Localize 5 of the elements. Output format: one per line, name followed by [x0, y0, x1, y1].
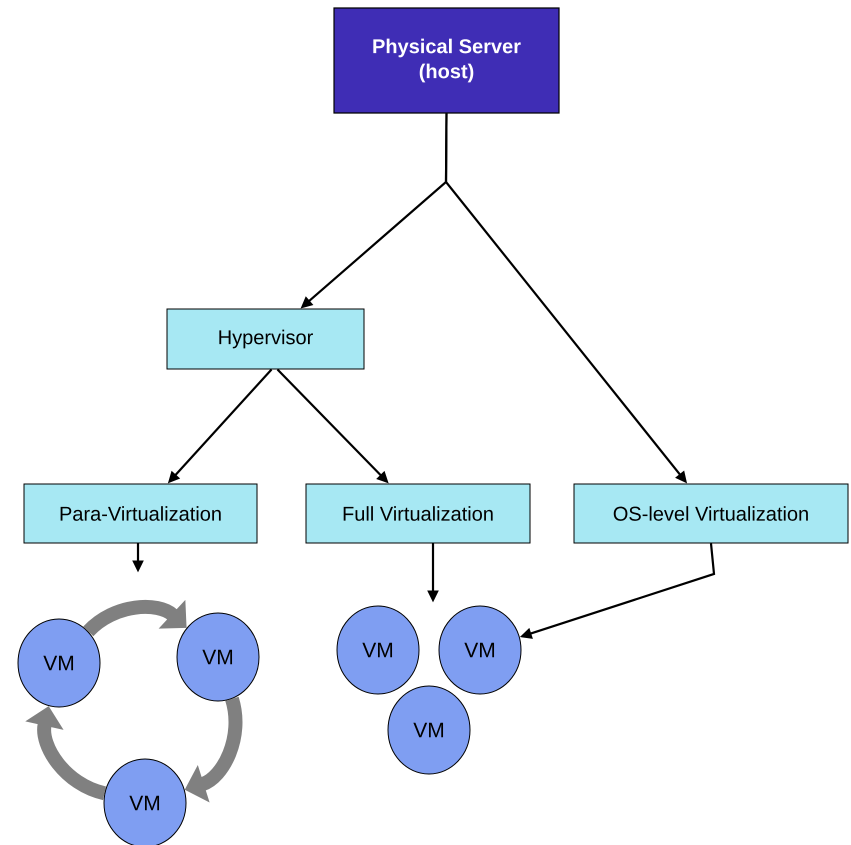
process-box: Full Virtualization — [306, 483, 530, 544]
server-box: Physical Server (host) — [333, 7, 560, 114]
process-box: Hypervisor — [166, 308, 364, 370]
process-box: OS-level Virtualization — [574, 483, 848, 544]
process-box: Para-Virtualization — [24, 483, 258, 544]
